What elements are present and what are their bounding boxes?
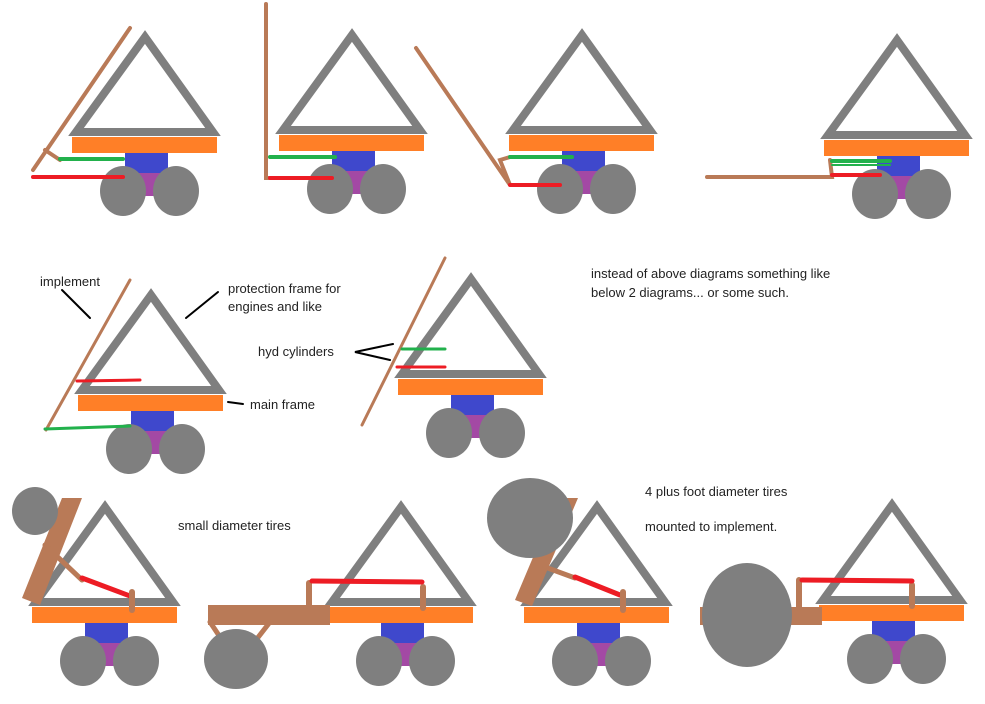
- wheel: [100, 166, 146, 216]
- implement-arm: [208, 605, 330, 625]
- wheel: [60, 636, 106, 686]
- label-big-tires: 4 plus foot diameter tires: [645, 484, 788, 499]
- wheel: [590, 164, 636, 214]
- wheel: [426, 408, 472, 458]
- note-line1: instead of above diagrams something like: [591, 266, 831, 281]
- implement-arm: [414, 46, 512, 187]
- label-hyd-cylinders: hyd cylinders: [258, 344, 334, 359]
- red-cylinder: [799, 577, 915, 584]
- wheel: [605, 636, 651, 686]
- pointer-line: [354, 343, 394, 361]
- implement-arm: [44, 278, 132, 432]
- engine-body: [332, 149, 375, 171]
- wheel: [360, 164, 406, 214]
- protection-frame: [520, 500, 673, 606]
- wheel: [153, 166, 199, 216]
- protection-frame: [275, 28, 428, 134]
- engine-body: [85, 621, 128, 643]
- implement-link: [42, 542, 85, 583]
- main-frame: [509, 135, 654, 151]
- pointer-line: [61, 289, 91, 319]
- label-protection-frame-line2: engines and like: [228, 299, 322, 314]
- protection-frame: [74, 288, 227, 394]
- implement-arm: [31, 26, 132, 172]
- implement-link: [43, 148, 62, 162]
- wheel: [900, 634, 946, 684]
- vehicle: [820, 33, 973, 219]
- large-tire: [702, 563, 792, 667]
- main-frame: [78, 395, 223, 411]
- wheel: [409, 636, 455, 686]
- protection-frame: [68, 30, 221, 136]
- label-small-tires: small diameter tires: [178, 518, 291, 533]
- vehicle: [74, 288, 227, 474]
- wheel: [159, 424, 205, 474]
- wheel: [552, 636, 598, 686]
- main-frame: [824, 140, 969, 156]
- small-tire: [12, 487, 58, 535]
- large-tire: [487, 478, 573, 558]
- implement-link: [253, 619, 273, 643]
- vehicle: [68, 30, 221, 216]
- engine-body: [562, 149, 605, 171]
- implement-arm: [360, 256, 447, 427]
- wheel: [537, 164, 583, 214]
- protection-frame: [324, 500, 477, 606]
- note-line2: below 2 diagrams... or some such.: [591, 285, 789, 300]
- green-cylinder: [43, 424, 132, 431]
- red-cylinder: [75, 378, 142, 383]
- engine-body: [131, 409, 174, 431]
- main-frame: [398, 379, 543, 395]
- vehicle: [275, 28, 428, 214]
- wheel: [307, 164, 353, 214]
- small-tire: [204, 629, 268, 689]
- protection-frame: [815, 498, 968, 604]
- wheel: [852, 169, 898, 219]
- main-frame: [819, 605, 964, 621]
- engine-body: [577, 621, 620, 643]
- label-implement: implement: [40, 274, 100, 289]
- vehicle: [394, 272, 547, 458]
- main-frame: [328, 607, 473, 623]
- label-main-frame: main frame: [250, 397, 316, 412]
- vehicle: [28, 500, 181, 686]
- engine-body: [451, 393, 494, 415]
- vehicle: [520, 500, 673, 686]
- implement-arm: [705, 158, 835, 179]
- red-cylinder: [79, 575, 133, 599]
- label-protection-frame-line1: protection frame for: [228, 281, 341, 296]
- vehicle: [505, 28, 658, 214]
- main-frame: [32, 607, 177, 623]
- engine-body: [381, 621, 424, 643]
- vehicle: [324, 500, 477, 686]
- main-frame: [279, 135, 424, 151]
- protection-frame: [28, 500, 181, 606]
- red-cylinder: [572, 574, 623, 598]
- engine-body: [125, 151, 168, 173]
- wheel: [905, 169, 951, 219]
- implement-link: [542, 564, 578, 581]
- wheel: [479, 408, 525, 458]
- vehicle: [815, 498, 968, 684]
- label-mounted: mounted to implement.: [645, 519, 778, 534]
- wheel: [847, 634, 893, 684]
- pointer-line: [185, 291, 219, 319]
- main-frame: [72, 137, 217, 153]
- pointer-line: [227, 401, 244, 405]
- red-cylinder: [309, 578, 425, 585]
- wheel: [106, 424, 152, 474]
- implement-arm: [264, 2, 272, 180]
- protection-frame: [505, 28, 658, 134]
- wheel: [113, 636, 159, 686]
- wheel: [356, 636, 402, 686]
- protection-frame: [820, 33, 973, 139]
- engine-body: [872, 619, 915, 641]
- protection-frame: [394, 272, 547, 378]
- main-frame: [524, 607, 669, 623]
